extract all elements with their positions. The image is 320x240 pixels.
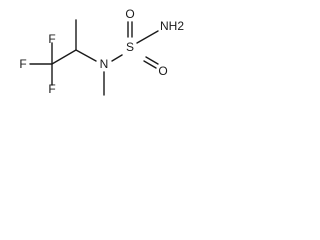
bond-n-s xyxy=(111,54,123,62)
atom-sulfur: S xyxy=(126,40,134,54)
bond-s-nh2 xyxy=(136,30,159,44)
atom-amino: NH2 xyxy=(160,19,184,33)
atom-f-top: F xyxy=(48,32,55,46)
molecule-diagram: F F F N S O O NH2 xyxy=(19,7,184,96)
atom-oxygen-top: O xyxy=(125,7,134,21)
bond-s-o-bottom-b xyxy=(145,56,159,65)
atom-amino-text: NH2 xyxy=(160,19,184,33)
atom-oxygen-bottom: O xyxy=(158,64,167,78)
atom-f-left: F xyxy=(19,57,26,71)
bond-c2-n xyxy=(75,49,97,62)
bond-s-o-bottom-a xyxy=(143,60,157,69)
bond-cf3-c2 xyxy=(51,49,77,65)
atom-nitrogen: N xyxy=(100,57,109,71)
atom-f-bottom: F xyxy=(48,82,55,96)
